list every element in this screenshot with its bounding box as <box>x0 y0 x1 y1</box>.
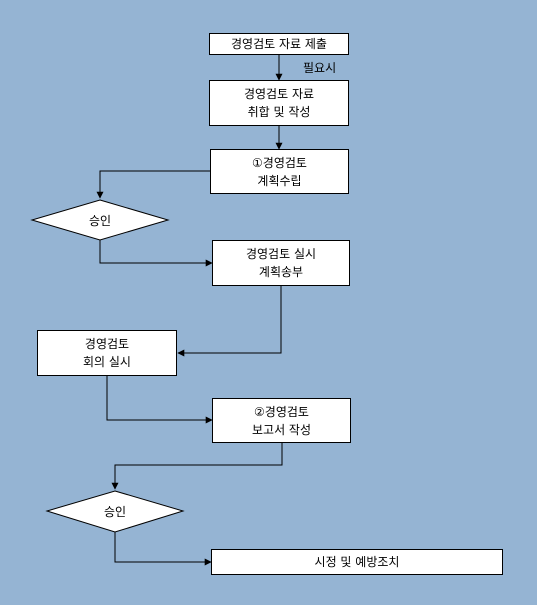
arrow-report-to-approve2 <box>111 443 283 490</box>
if-needed-label: 필요시 <box>303 61 337 75</box>
step-send-box: 경영검토 실시 계획송부 <box>212 240 350 286</box>
step-report-text-line1: ②경영검토 <box>254 404 309 419</box>
step-corrective-text: 시정 및 예방조치 <box>314 555 400 569</box>
step-meeting-text-line2: 회의 실시 <box>83 355 131 369</box>
approval-2-label: 승인 <box>103 505 127 519</box>
step-collect-text-line1: 경영검토 자료 <box>243 87 315 101</box>
step-send-text-line2: 계획송부 <box>258 265 304 279</box>
arrow-approve1-to-send <box>99 240 213 267</box>
approval-1-label: 승인 <box>88 213 112 228</box>
step-collect-box: 경영검토 자료 취합 및 작성 <box>209 80 349 126</box>
approval-diamond-1 <box>30 199 170 241</box>
step-send-text-line1: 경영검토 실시 <box>245 247 317 261</box>
step-meeting-text-line1: 경영검토 <box>84 337 130 351</box>
arrow-meeting-to-report <box>106 376 213 424</box>
step-collect-text-line2: 취합 및 작성 <box>247 105 311 119</box>
arrow-approve2-to-corrective <box>114 532 212 566</box>
arrow-send-to-meeting <box>177 286 282 357</box>
step-meeting-box: 경영검토 회의 실시 <box>37 330 177 376</box>
step-report-box: ②경영검토 보고서 작성 <box>212 398 351 443</box>
approval-diamond-2 <box>45 490 185 533</box>
step-submit-box: 경영검토 자료 제출 <box>209 33 349 55</box>
step-report-text-line2: 보고서 작성 <box>251 422 311 437</box>
step-submit-text: 경영검토 자료 제출 <box>231 37 327 51</box>
step-plan-box: ①경영검토 계획수립 <box>210 149 349 194</box>
step-plan-text-line2: 계획수립 <box>257 173 302 188</box>
step-corrective-box: 시정 및 예방조치 <box>211 549 503 575</box>
step-plan-text-line1: ①경영검토 <box>252 155 307 170</box>
arrow-plan-to-approve1 <box>96 170 210 199</box>
